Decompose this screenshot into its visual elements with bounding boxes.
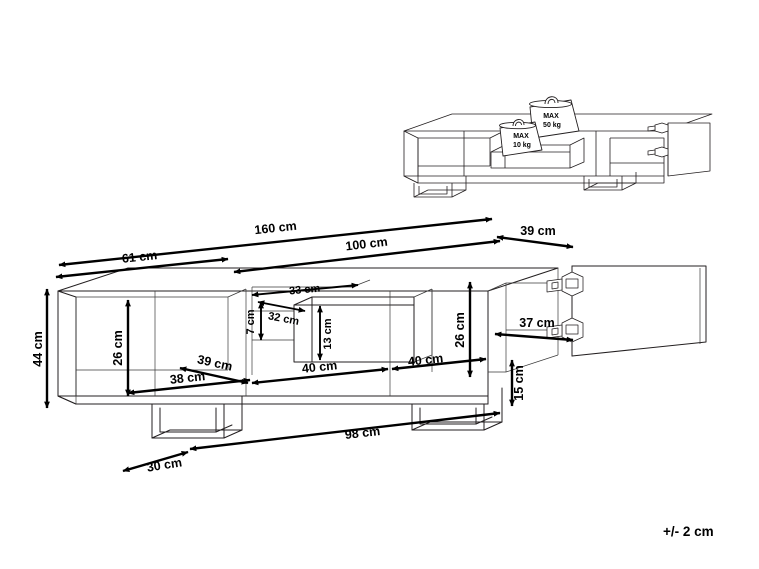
dim-label-drawer-outer-width: 33 cm [289, 283, 321, 298]
dim-line-left-comp-depth [179, 366, 249, 385]
dim-label-total-width: 160 cm [254, 219, 298, 237]
leg-left-top-face [151, 429, 243, 439]
weight-10kg-line1: MAX [513, 133, 529, 140]
dim-label-left-span: 61 cm [121, 248, 158, 266]
dim-line-right-span [233, 238, 501, 275]
inset-right-bay-back [610, 137, 665, 176]
weight-10kg-line2: 10 kg [513, 142, 531, 149]
leg-left-inner-frame [159, 407, 217, 433]
left-bay-corner-join [227, 288, 247, 298]
dim-label-door-inner-depth: 37 cm [519, 316, 554, 330]
dim-label-base-offset: 30 cm [146, 455, 183, 474]
inset-leg-right-top [583, 182, 636, 191]
dim-label-middle-comp-width: 40 cm [301, 358, 338, 376]
inset-hinge-lower [647, 146, 669, 158]
main-perspective-view [57, 265, 707, 439]
inset-left-end-panel [403, 130, 419, 184]
dim-line-base-offset [122, 450, 189, 473]
cabinet-front-bottom-rail [57, 395, 489, 405]
weight-icon-50kg [529, 96, 580, 139]
leg-right-side-face [483, 387, 503, 431]
dim-label-drawer-height: 13 cm [322, 318, 334, 349]
leg-right-top-face [411, 421, 503, 431]
dim-label-right-span: 100 cm [345, 235, 389, 254]
dim-line-base-span [189, 410, 501, 452]
dim-label-base-span: 98 cm [344, 424, 381, 442]
dim-line-depth [496, 234, 574, 250]
dim-label-total-height: 44 cm [31, 331, 45, 366]
dim-label-right-comp-width: 40 cm [407, 351, 444, 369]
inset-front-rail [403, 175, 665, 184]
inset-drawer-right [569, 137, 585, 169]
inset-hinge-upper [647, 122, 669, 134]
dim-label-drawer-inner-width: 32 cm [267, 310, 300, 328]
inset-perspective-view: MAX 50 kg MAX 10 kg [403, 96, 713, 198]
weight-50kg-line2: 50 kg [543, 122, 561, 129]
inset-left-bay-back [418, 137, 491, 166]
tolerance-note: +/- 2 cm [663, 524, 714, 539]
dim-line-drawer-inner-width [257, 300, 306, 313]
dim-label-left-comp-height: 26 cm [111, 330, 125, 365]
dim-label-right-comp-height: 26 cm [453, 312, 467, 347]
inset-open-door [667, 122, 711, 177]
dim-line-right-comp-width [391, 356, 487, 372]
dim-line-middle-comp-width [251, 366, 389, 386]
dim-label-drawer-gap: 7 cm [245, 309, 257, 334]
weight-50kg-line1: MAX [543, 113, 559, 120]
drawer-box [293, 296, 415, 363]
dimension-annotations: 160 cm 100 cm 61 cm 39 cm 44 cm 26 cm 26… [31, 216, 574, 475]
drawer-right-back [413, 289, 433, 363]
drawer-right-back-top [413, 288, 433, 298]
dim-label-depth: 39 cm [520, 224, 555, 238]
weight-icon-10kg [499, 119, 543, 157]
inset-leg-left-top [413, 189, 466, 198]
hinge-upper [546, 271, 584, 297]
dim-label-leg-height: 15 cm [512, 365, 526, 400]
right-bay-bottom [488, 354, 559, 373]
dim-line-left-span [55, 256, 229, 280]
right-open-door [571, 265, 707, 357]
cabinet-left-end-panel [57, 290, 77, 405]
dim-line-drawer-outer-width [251, 282, 359, 298]
dim-line-door-inner-depth [494, 331, 574, 343]
right-bay-corner-top [487, 282, 507, 292]
